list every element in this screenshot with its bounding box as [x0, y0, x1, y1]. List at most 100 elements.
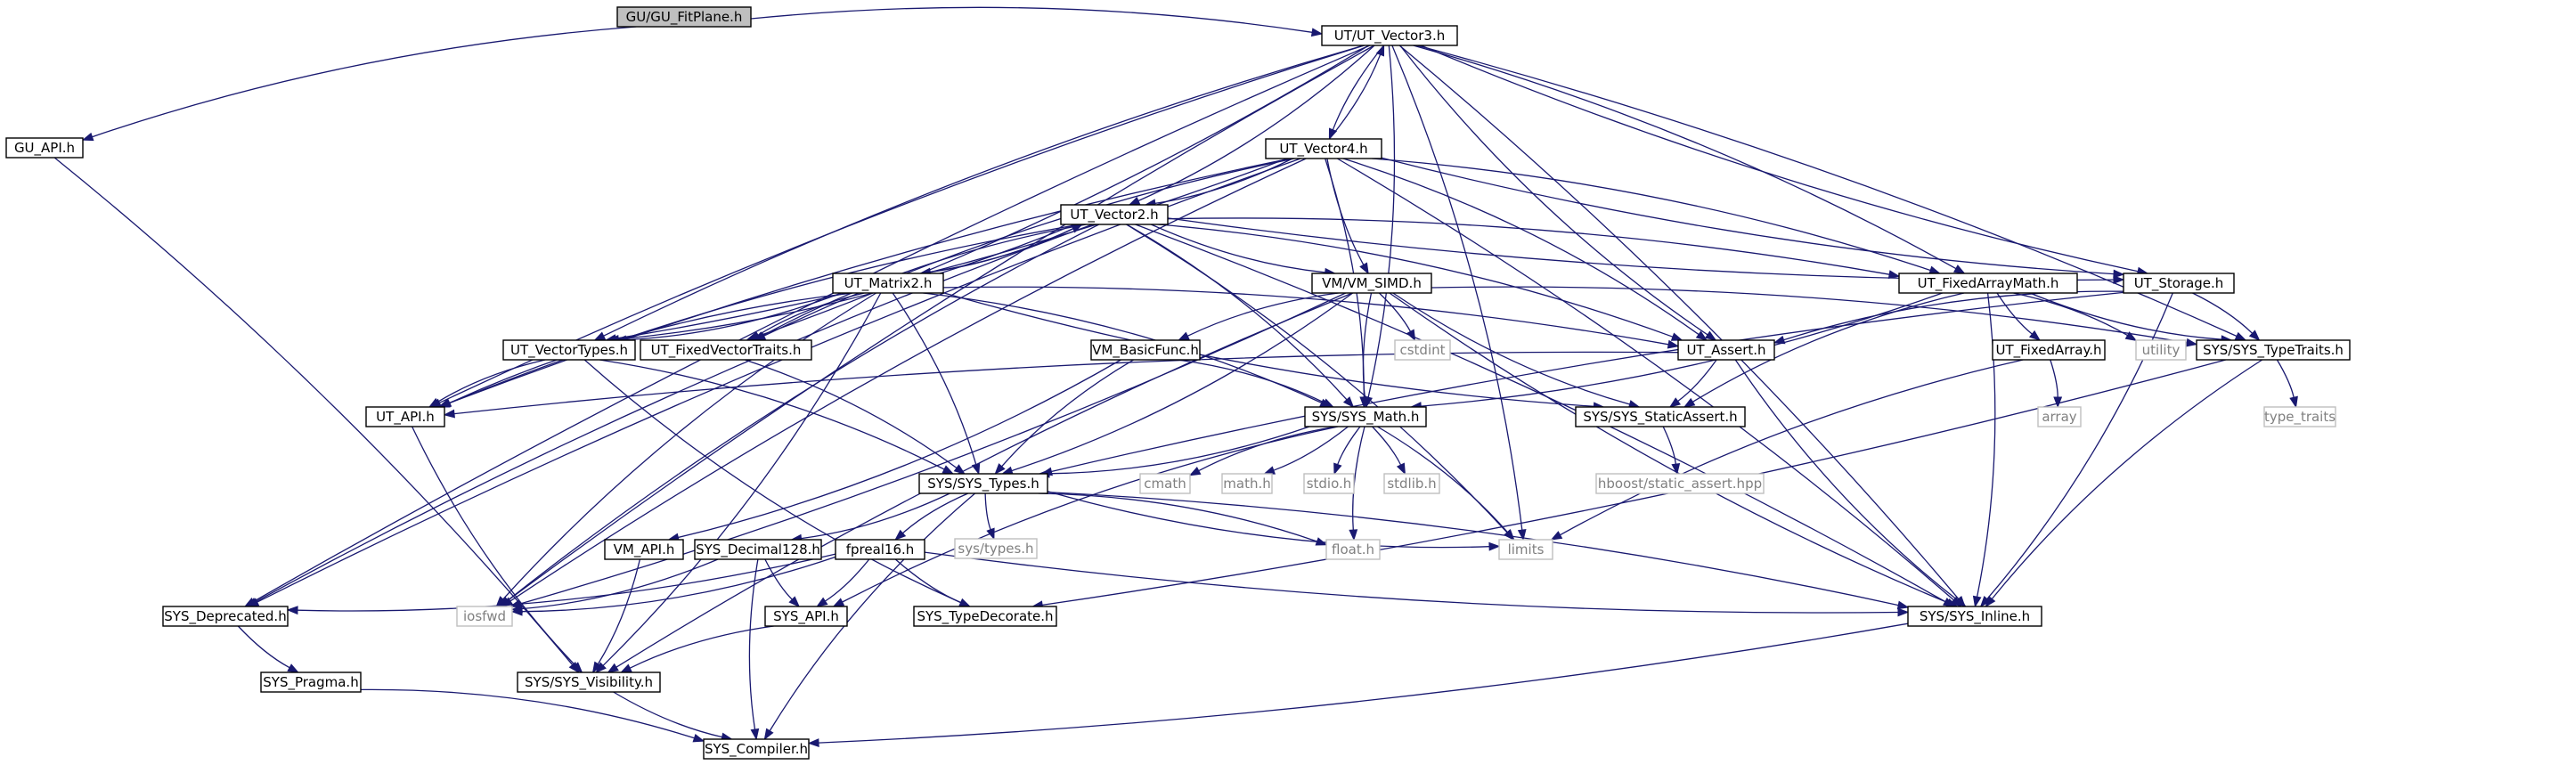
- node-sys-sys-typetraits-h[interactable]: SYS/SYS_TypeTraits.h: [2196, 339, 2351, 361]
- edge-line: [1273, 426, 1349, 471]
- edge-vec2-to-depr: [246, 224, 1093, 607]
- edge-arrowhead: [1953, 264, 1966, 274]
- node-label: UT_FixedArrayMath.h: [1918, 275, 2059, 292]
- edge-line: [507, 224, 1100, 601]
- edge-arrowhead: [1897, 607, 1910, 617]
- node-gu-gu-fitplane-h[interactable]: GU/GU_FitPlane.h: [616, 6, 752, 28]
- edge-arrowhead: [1695, 330, 1708, 341]
- node-array: array: [2037, 406, 2082, 427]
- edge-assert-to-utapi: [443, 351, 1679, 419]
- edge-arrowhead: [428, 397, 441, 408]
- edge-arrowhead: [2113, 269, 2125, 279]
- node-label: hboost/static_assert.hpp: [1598, 476, 1762, 492]
- node-ut-api-h[interactable]: UT_API.h: [365, 406, 445, 427]
- edge-pragma-to-compiler: [360, 688, 705, 743]
- node-label: cmath: [1144, 476, 1186, 492]
- node-vm-vm-simd-h[interactable]: VM/VM_SIMD.h: [1311, 273, 1432, 294]
- node-fpreal16-h[interactable]: fpreal16.h: [835, 539, 925, 560]
- edge-arrowhead: [1979, 596, 1991, 608]
- node-label: SYS/SYS_Visibility.h: [525, 674, 653, 691]
- edge-arrowhead: [2028, 330, 2042, 341]
- edge-fp16-to-sysapi: [816, 558, 870, 607]
- node-vm-api-h[interactable]: VM_API.h: [604, 539, 684, 560]
- edge-line: [1362, 292, 1373, 398]
- edge-arrowhead: [1671, 463, 1681, 476]
- node-ut-fixedarraymath-h[interactable]: UT_FixedArrayMath.h: [1898, 273, 2078, 294]
- node-gu-api-h[interactable]: GU_API.h: [5, 137, 84, 159]
- edge-line: [2050, 359, 2058, 398]
- edge-line: [1367, 45, 1396, 398]
- edge-line: [1158, 224, 1674, 338]
- edge-line: [984, 492, 991, 530]
- node-box: [162, 606, 289, 627]
- edge-arrowhead: [1310, 28, 1324, 37]
- edge-line: [602, 292, 882, 666]
- node-sys-typedecorate-h[interactable]: SYS_TypeDecorate.h: [913, 606, 1057, 627]
- node-sys-decimal128-h[interactable]: SYS_Decimal128.h: [694, 539, 822, 560]
- edge-mat2-to-utapi: [439, 292, 853, 408]
- edge-arrowhead: [1359, 262, 1369, 275]
- edge-vec3-to-inline: [1398, 45, 1966, 608]
- node-sys-sys-math-h[interactable]: SYS/SYS_Math.h: [1304, 406, 1427, 427]
- edge-line: [942, 292, 1594, 407]
- edge-line: [892, 292, 977, 465]
- node-box: [694, 539, 822, 560]
- edge-sassert-to-hboost: [1662, 426, 1681, 476]
- node-box: [1265, 138, 1382, 159]
- node-box: [2037, 406, 2082, 427]
- edge-arrowhead: [1670, 332, 1683, 341]
- node-sys-api-h[interactable]: SYS_API.h: [764, 606, 848, 627]
- node-ut-vector4-h[interactable]: UT_Vector4.h: [1265, 138, 1382, 159]
- edge-line: [507, 45, 1375, 601]
- edge-utapi-to-vis: [412, 426, 583, 674]
- edge-line: [842, 426, 1339, 603]
- edge-arrowhead: [571, 662, 583, 674]
- edge-arrowhead: [832, 598, 845, 607]
- node-sys-sys-types-h[interactable]: SYS/SYS_Types.h: [918, 473, 1048, 494]
- edge-line: [615, 158, 1288, 339]
- edge-systypes-to-inline: [1047, 491, 1910, 610]
- edge-arrowhead: [1342, 396, 1355, 409]
- node-ut-fixedvectortraits-h[interactable]: UT_FixedVectorTraits.h: [640, 339, 812, 361]
- edge-line: [412, 426, 576, 666]
- edge-mat2-to-fvt: [748, 292, 865, 341]
- edge-line: [1378, 292, 1412, 332]
- edge-arrowhead: [1178, 331, 1190, 341]
- edge-storage-to-ttraits: [2192, 292, 2261, 341]
- node-ut-matrix2-h[interactable]: UT_Matrix2.h: [832, 273, 944, 294]
- node-sys-deprecated-h[interactable]: SYS_Deprecated.h: [162, 606, 289, 627]
- node-ut-assert-h[interactable]: UT_Assert.h: [1677, 339, 1775, 361]
- node-box: [1595, 473, 1765, 494]
- node-sys-types-h: sys/types.h: [954, 538, 1038, 559]
- node-ut-vector2-h[interactable]: UT_Vector2.h: [1060, 204, 1169, 225]
- node-box: [1321, 25, 1458, 46]
- edge-vec3-to-math: [1364, 45, 1396, 409]
- node-label: SYS_Pragma.h: [263, 674, 358, 691]
- edge-arrowhead: [953, 464, 966, 475]
- edge-line: [509, 158, 1307, 602]
- node-ut-fixedarray-h[interactable]: UT_FixedArray.h: [1992, 339, 2106, 361]
- node-sys-sys-staticassert-h[interactable]: SYS/SYS_StaticAssert.h: [1575, 406, 1746, 427]
- node-sys-pragma-h[interactable]: SYS_Pragma.h: [260, 671, 362, 693]
- edge-systypes-to-dec128: [790, 492, 950, 543]
- edge-line: [1991, 359, 2263, 599]
- node-ut-ut-vector3-h[interactable]: UT/UT_Vector3.h: [1321, 25, 1458, 46]
- edge-line: [521, 558, 719, 610]
- node-box: [913, 606, 1057, 627]
- edge-line: [1178, 359, 1325, 403]
- node-vm-basicfunc-h[interactable]: VM_BasicFunc.h: [1090, 339, 1201, 361]
- node-label: SYS_Deprecated.h: [164, 608, 286, 625]
- edge-line: [237, 625, 290, 669]
- node-sys-sys-inline-h[interactable]: SYS/SYS_Inline.h: [1907, 606, 2042, 627]
- edge-arrowhead: [607, 663, 619, 673]
- node-ut-storage-h[interactable]: UT_Storage.h: [2123, 273, 2235, 294]
- edge-ttraits-to-inline: [1985, 359, 2263, 608]
- edge-line: [1342, 158, 1700, 336]
- edge-arrowhead: [1349, 529, 1358, 541]
- node-sys-compiler-h[interactable]: SYS_Compiler.h: [703, 738, 810, 760]
- edge-mat2-to-assert: [942, 286, 1680, 349]
- node-sys-sys-visibility-h[interactable]: SYS/SYS_Visibility.h: [517, 671, 661, 693]
- edge-basic-to-math: [1178, 359, 1335, 408]
- edge-vec4-to-storage: [1381, 157, 2125, 279]
- node-ut-vectortypes-h[interactable]: UT_VectorTypes.h: [502, 339, 636, 361]
